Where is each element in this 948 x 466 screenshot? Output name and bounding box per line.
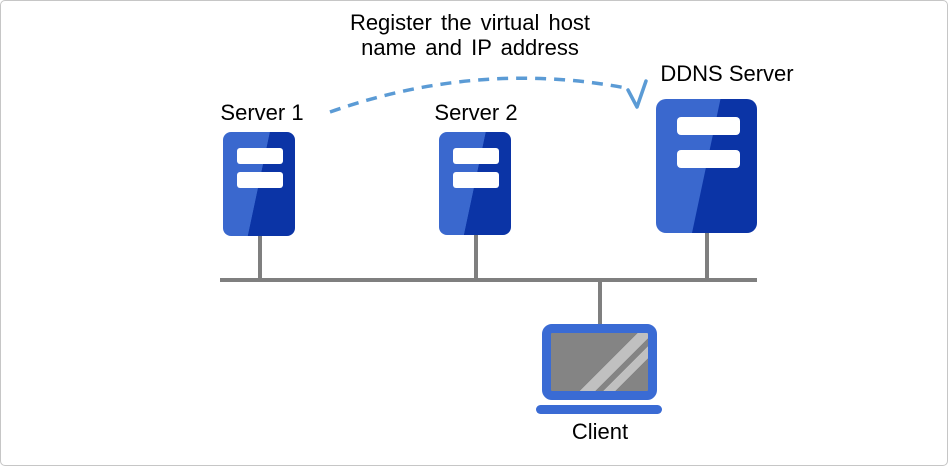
register-annotation: Register the virtual host name and IP ad… (320, 10, 620, 60)
server2-label: Server 2 (434, 100, 518, 125)
laptop-base (536, 405, 662, 414)
server-slot (237, 148, 283, 164)
server-slot (453, 148, 499, 164)
annotation-line1: Register the virtual host (349, 10, 591, 35)
annotation-line2: name and IP address (361, 35, 579, 60)
client-connector-line (598, 282, 602, 325)
ddns-connector-line (705, 233, 709, 278)
server2-connector-line (474, 235, 478, 278)
server-slot (677, 117, 740, 135)
server1-connector-line (258, 236, 262, 278)
server-slot (453, 172, 499, 188)
server1-label: Server 1 (220, 100, 304, 125)
server-icon (223, 132, 295, 236)
server-slot (677, 150, 740, 168)
client-label: Client (571, 419, 629, 444)
network-bus-line (220, 278, 757, 282)
server-slot (237, 172, 283, 188)
server-icon (656, 99, 757, 233)
laptop-icon (542, 324, 657, 400)
server-icon (439, 132, 511, 235)
ddns-server-label: DDNS Server (660, 61, 794, 86)
